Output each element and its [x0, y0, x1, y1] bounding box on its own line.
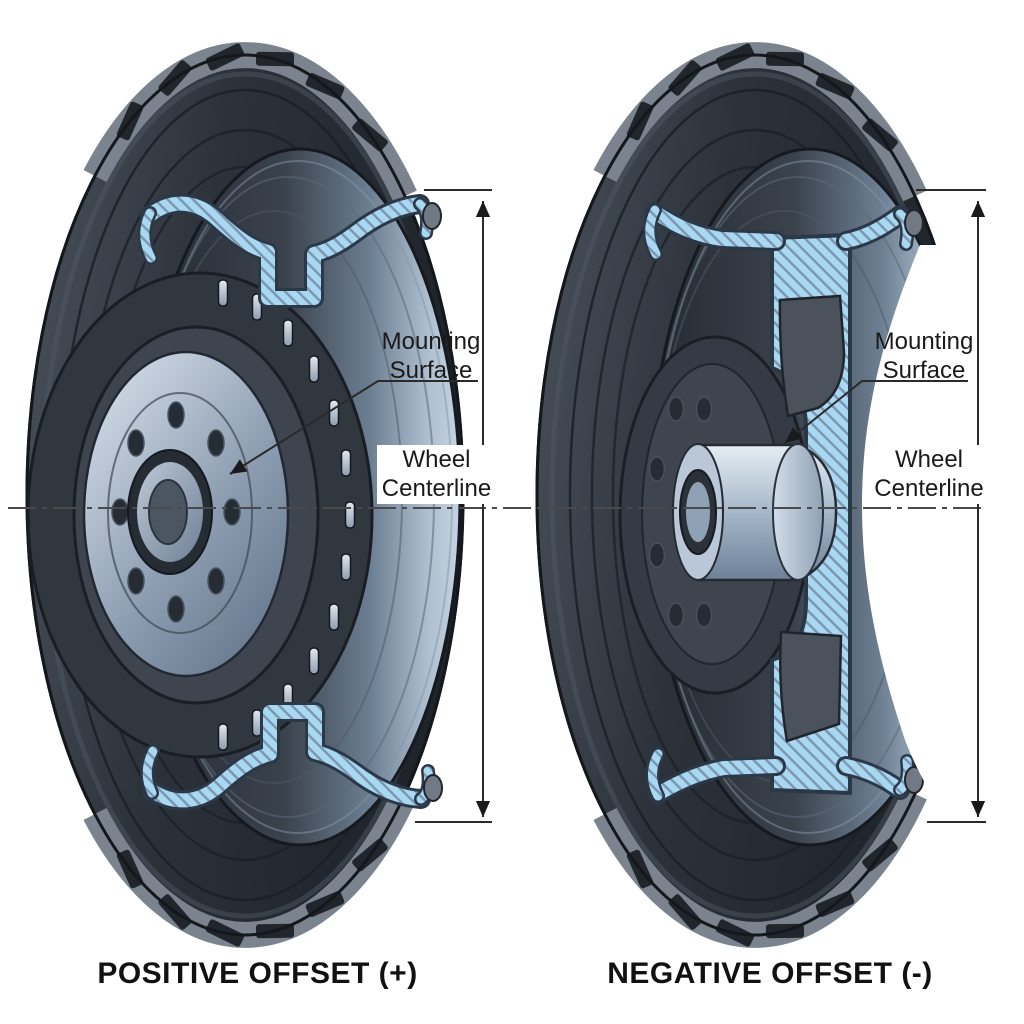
annotation-lines [8, 189, 986, 823]
mounting-surface-label-negative: Mounting Surface [874, 328, 974, 385]
hub-assembly-negative [618, 233, 852, 795]
caption-positive-offset: POSITIVE OFFSET (+) [97, 957, 418, 990]
hub-assembly-positive [26, 271, 374, 759]
rotor-cooling-vanes [217, 279, 356, 751]
mounting-surface-label-positive: Mounting Surface [381, 328, 481, 385]
rim-section-positive [137, 193, 443, 811]
caption-negative-offset: NEGATIVE OFFSET (-) [607, 957, 933, 990]
bolt-holes-positive [111, 401, 241, 623]
mounting-surface-leader-negative [784, 380, 968, 444]
wheel-centerline-label-positive: Wheel Centerline [377, 445, 496, 504]
rim-section-negative [642, 202, 924, 804]
mounting-surface-leader-positive [229, 380, 478, 475]
wheel-centerline-label-negative: Wheel Centerline [869, 445, 989, 504]
